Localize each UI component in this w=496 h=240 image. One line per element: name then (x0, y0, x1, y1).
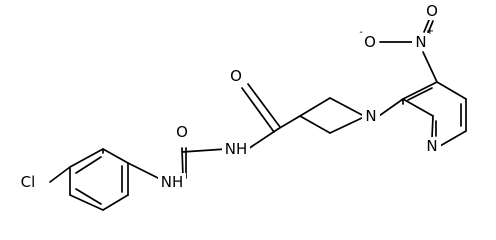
bond (431, 115, 434, 139)
bond (378, 98, 404, 117)
bond (247, 128, 279, 150)
atom-nh-imide: NH (222, 140, 250, 158)
atom-o-nitro-minus: O - (359, 27, 379, 51)
atom-nh-urea-aryl-label: NH (161, 173, 184, 191)
atom-nh-imide-label: NH (225, 140, 248, 158)
atom-cl: Cl (15, 173, 41, 191)
atom-o-nitro-minus-charge: - (359, 27, 363, 38)
bond (69, 148, 104, 168)
bond (402, 98, 434, 117)
atom-labels: Cl NH O NH O N N + O - (15, 2, 441, 191)
atom-o-nitro-minus-label: O (364, 33, 376, 51)
bond (181, 148, 227, 153)
atom-n-pyridine-label: N (426, 137, 437, 155)
chemical-structure-diagram: Cl NH O NH O N N + O - (15, 2, 467, 211)
bond (102, 148, 129, 164)
bond (439, 130, 467, 147)
atom-cl-label: Cl (21, 173, 36, 191)
bond (277, 115, 301, 130)
atom-o-nitro: O (423, 2, 441, 20)
atom-o-urea-label: O (176, 123, 188, 141)
atom-n-nitro-label: N (415, 33, 426, 51)
atom-n-nitro: N + (412, 26, 434, 51)
atom-o-urea: O (173, 123, 191, 141)
atom-o-amide-label: O (230, 67, 242, 85)
bond (299, 115, 331, 134)
bond (299, 97, 331, 117)
bond (75, 156, 102, 174)
bond (241, 87, 275, 133)
atom-n-nitro-charge: + (426, 26, 434, 37)
bond (49, 166, 71, 183)
bond (427, 20, 434, 34)
bond (69, 194, 104, 211)
bond (329, 116, 365, 134)
bond (402, 81, 438, 100)
atom-o-amide: O (227, 67, 245, 85)
atom-n-piperidine: N (362, 107, 380, 125)
bond (407, 87, 433, 101)
bond (247, 83, 281, 128)
bond (75, 188, 102, 205)
bond (127, 162, 159, 179)
bond (423, 19, 430, 33)
bond (102, 194, 129, 211)
atom-nh-urea-aryl: NH (158, 173, 186, 191)
bond (329, 97, 365, 117)
atom-o-nitro-label: O (426, 2, 438, 20)
bonds (49, 19, 467, 211)
atom-n-pyridine: N (423, 137, 441, 155)
bond (422, 51, 438, 83)
bond (436, 81, 467, 100)
atom-n-piperidine-label: N (365, 107, 376, 125)
